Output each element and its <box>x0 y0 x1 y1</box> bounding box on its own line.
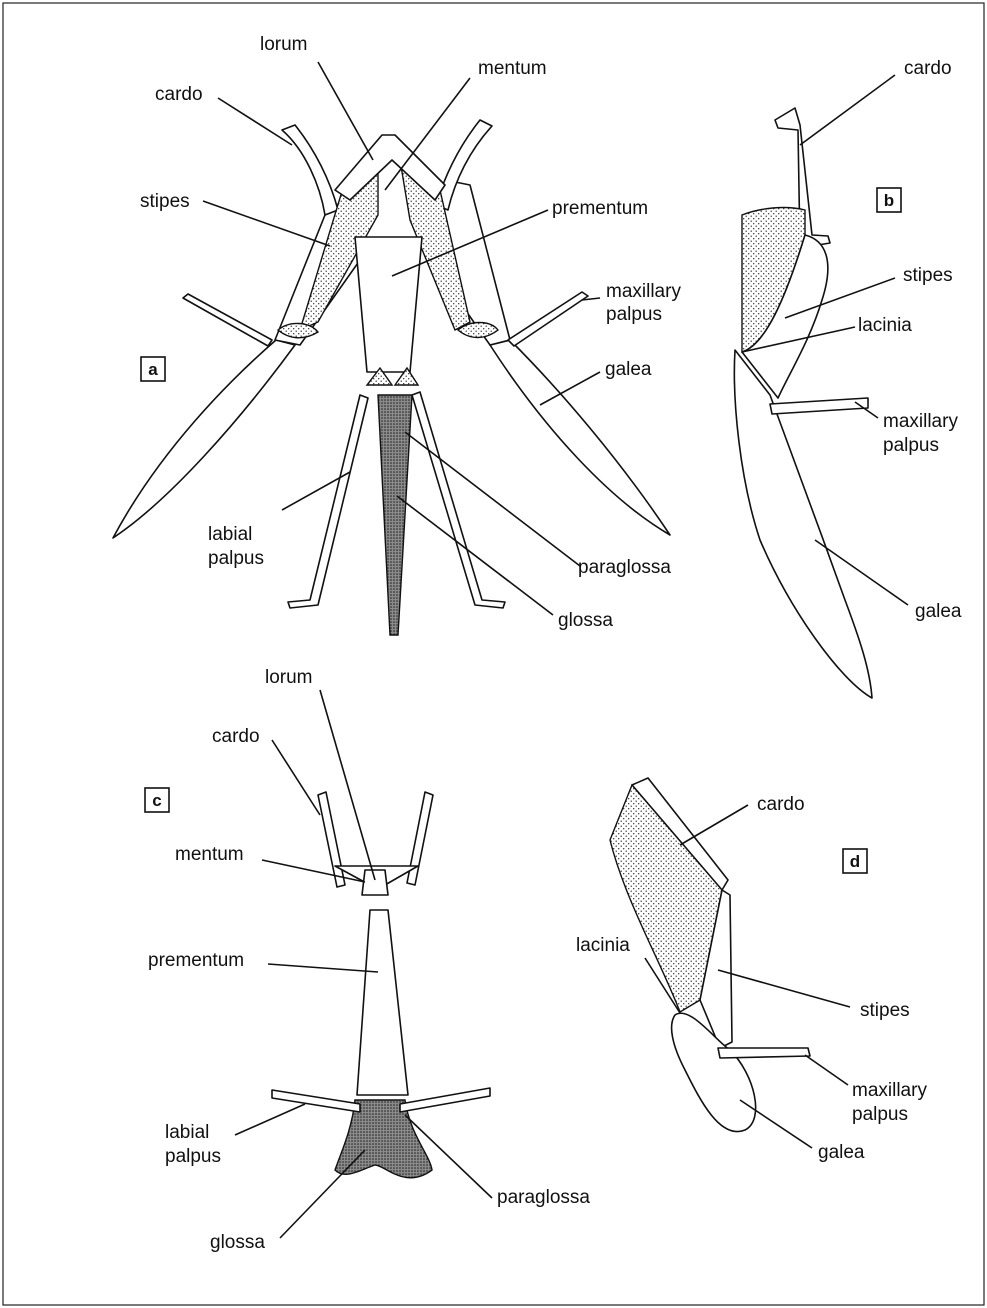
panel-c-mentum <box>362 870 388 895</box>
panel-d-leader-maxillary-palpus <box>805 1055 848 1085</box>
panel-a-label-maxillary-palpus-1: maxillary <box>606 281 681 302</box>
panel-d-label-maxillary-palpus-1: maxillary <box>852 1080 927 1101</box>
panel-a-label-paraglossa: paraglossa <box>578 557 671 578</box>
panel-d-label-lacinia: lacinia <box>576 935 630 956</box>
panel-c-prementum <box>357 910 408 1095</box>
panel-d-label-cardo: cardo <box>757 794 805 815</box>
panel-c-leader-lorum <box>320 690 375 880</box>
panel-b-label-cardo: cardo <box>904 58 952 79</box>
panel-a-right-labial-palpus <box>412 392 505 608</box>
panel-a-label-glossa: glossa <box>558 610 613 631</box>
panel-a-label-mentum: mentum <box>478 58 547 79</box>
panel-c-leader-cardo <box>272 740 320 815</box>
panel-a-leader-paraglossa <box>405 432 580 566</box>
panel-c-label-labial-palpus-2: palpus <box>165 1146 221 1167</box>
panel-a-label-lorum: lorum <box>260 34 308 55</box>
panel-d-label-stipes: stipes <box>860 1000 910 1021</box>
panel-a-leader-cardo <box>218 98 292 145</box>
panel-b-label-galea: galea <box>915 601 962 622</box>
panel-a-glossa <box>378 395 412 635</box>
panel-c-leader-labial-palpus <box>235 1104 305 1135</box>
panel-d-label-maxillary-palpus-2: palpus <box>852 1104 908 1125</box>
panel-b-label-maxillary-palpus-2: palpus <box>883 435 939 456</box>
panel-a-label-galea: galea <box>605 359 652 380</box>
panel-a-label-labial-palpus-1: labial <box>208 524 252 545</box>
panel-a-leader-lorum <box>318 62 373 160</box>
panel-c-right-cardo <box>407 792 433 885</box>
panel-c: c lorum cardo mentum prementum labial pa… <box>145 667 590 1253</box>
panel-d-maxillary-palpus <box>718 1048 810 1058</box>
panel-a-left-cardo <box>282 125 338 215</box>
panel-a-leader-stipes <box>203 201 330 246</box>
panel-a-prementum <box>355 237 422 372</box>
panel-b-letter: b <box>884 191 894 210</box>
panel-a-left-labial-palpus <box>288 395 368 608</box>
panel-c-letter: c <box>152 791 161 810</box>
panel-c-left-labial-palpus <box>272 1090 360 1112</box>
panel-c-label-glossa: glossa <box>210 1232 265 1253</box>
panel-a: a lorum mentum cardo stipes prementum ma… <box>113 34 681 635</box>
panel-b: b cardo stipes lacinia maxillary palpus … <box>734 58 962 698</box>
panel-b-label-lacinia: lacinia <box>858 315 912 336</box>
panel-a-label-cardo: cardo <box>155 84 203 105</box>
panel-b-leader-cardo <box>800 75 895 145</box>
panel-a-label-labial-palpus-2: palpus <box>208 548 264 569</box>
panel-c-label-lorum: lorum <box>265 667 313 688</box>
panel-d: d cardo lacinia stipes maxillary palpus … <box>576 778 927 1163</box>
panel-d-leader-cardo <box>680 805 748 845</box>
panel-c-label-mentum: mentum <box>175 844 244 865</box>
panel-b-maxillary-palpus <box>770 398 868 414</box>
panel-b-label-maxillary-palpus-1: maxillary <box>883 411 958 432</box>
panel-c-label-cardo: cardo <box>212 726 260 747</box>
panel-b-label-stipes: stipes <box>903 265 953 286</box>
panel-c-leader-glossa <box>280 1150 365 1238</box>
panel-c-label-paraglossa: paraglossa <box>497 1187 590 1208</box>
panel-a-letter: a <box>148 360 158 379</box>
panel-a-right-maxillary-palpus <box>508 292 588 346</box>
panel-d-leader-stipes <box>718 970 850 1007</box>
panel-a-lorum <box>335 135 445 200</box>
panel-d-letter: d <box>850 852 860 871</box>
panel-c-label-prementum: prementum <box>148 950 244 971</box>
panel-a-label-prementum: prementum <box>552 198 648 219</box>
panel-c-right-labial-palpus <box>400 1088 490 1112</box>
panel-c-leader-prementum <box>268 964 378 972</box>
panel-a-left-maxillary-palpus <box>183 294 272 346</box>
panel-d-label-galea: galea <box>818 1142 865 1163</box>
panel-a-label-stipes: stipes <box>140 191 190 212</box>
panel-a-label-maxillary-palpus-2: palpus <box>606 304 662 325</box>
panel-c-label-labial-palpus-1: labial <box>165 1122 209 1143</box>
